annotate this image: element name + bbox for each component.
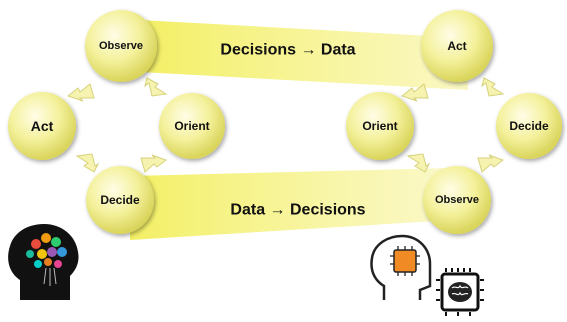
node-observe-right-label: Observe [435,194,479,206]
bottom-banner-shape [130,168,452,240]
arrow-observe-to-orient [144,77,168,97]
arrow-act-to-observe [66,83,95,102]
node-observe-left-label: Observe [99,40,143,52]
node-orient-left-label: Orient [174,119,209,133]
node-decide-left: Decide [86,166,154,234]
node-decide-right: Decide [496,93,562,159]
node-act-right: Act [421,10,493,82]
arrow-orient-to-act [400,83,429,102]
brain-chip-icon [436,268,484,316]
bottom-banner-label: Data → Decisions [230,202,365,219]
node-act-left-label: Act [31,118,54,134]
arrow-decide-to-observe [477,154,505,173]
arrow-act-to-decide [481,77,505,97]
arrow-decide-to-act [75,153,100,173]
bottom-banner: Data → Decisions [130,168,452,240]
node-observe-left: Observe [85,10,157,82]
node-orient-right-label: Orient [362,119,397,133]
arrow-orient-to-decide [140,154,168,173]
top-banner: Decisions → Data [140,20,468,90]
arrow-observe-to-orient [406,153,431,173]
node-act-right-label: Act [447,39,466,53]
node-orient-left: Orient [159,93,225,159]
colorful-brain-head-icon [8,224,79,300]
node-orient-right: Orient [346,92,414,160]
top-banner-label: Decisions → Data [220,42,355,59]
node-act-left: Act [8,92,76,160]
node-decide-right-label: Decide [509,119,549,133]
node-observe-right: Observe [423,166,491,234]
top-banner-shape [140,20,468,90]
node-decide-left-label: Decide [100,193,140,207]
ai-chip-head-icon [370,234,432,300]
